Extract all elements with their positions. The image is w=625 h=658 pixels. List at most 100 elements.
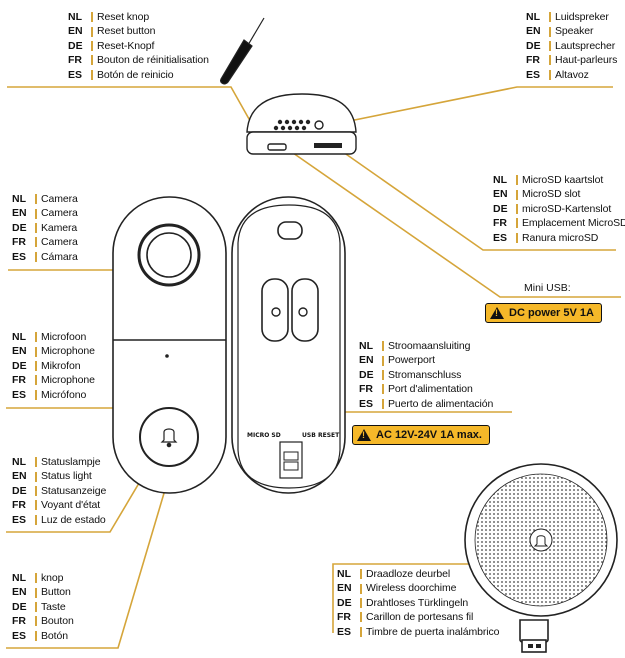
ac-power-warning: AC 12V-24V 1A max. [352,425,490,445]
language-code: EN [68,25,83,38]
language-code: ES [12,250,27,263]
accent-bar [35,457,37,468]
language-code: NL [12,193,26,205]
language-code: NL [12,456,26,468]
language-code: DE [337,596,352,609]
callout-text: Ranura microSD [522,231,599,244]
language-code: FR [337,611,351,624]
language-code: FR [526,54,540,67]
callout-text: microSD-Kartenslot [522,202,612,215]
language-code: NL [68,11,82,23]
accent-bar [382,384,384,395]
accent-bar [35,587,37,598]
callout-text: Emplacement MicroSD [522,217,625,230]
callout-text: Drahtloses Türklingeln [366,596,469,609]
accent-bar [360,626,362,637]
callout-text: Carillon de portesans fil [366,611,474,624]
warning-icon [490,307,504,319]
callout-text: Stroomaansluiting [388,340,471,352]
language-code: DE [359,368,374,381]
language-code: ES [68,68,83,81]
language-code: FR [12,236,26,249]
callout-text: Camera [41,236,78,249]
callout-text: Microphone [41,374,95,387]
accent-bar [549,69,551,80]
callout-text: Stromanschluss [388,368,462,381]
callout-text: knop [41,572,64,584]
accent-bar [91,41,93,52]
callout-text: Reset button [97,25,156,38]
mini-usb-label: Mini USB: [524,282,571,294]
accent-bar [91,55,93,66]
language-code: EN [359,354,374,367]
accent-bar [35,223,37,234]
accent-bar [382,370,384,381]
callout-row: NL Camera [12,192,78,206]
reset-label: RESET [318,432,340,439]
callout-row: EN MicroSD slot [493,187,625,201]
accent-bar [360,583,362,594]
language-code: DE [12,600,27,613]
accent-bar [35,616,37,627]
accent-bar [516,204,518,215]
callout-text: Statusanzeige [41,484,107,497]
callout-text: Microphone [41,345,95,358]
doorbell-top-view [246,93,357,155]
accent-bar [35,630,37,641]
usb-label: USB [302,432,316,439]
accent-bar [35,332,37,343]
micro-sd-label: MICRO SD [247,432,281,439]
language-code: EN [493,188,508,201]
accent-bar [91,12,93,23]
language-code: NL [337,568,351,580]
callout-text: Luidspreker [555,11,609,23]
callout-row: EN Status light [12,469,106,483]
callout-text: Micrófono [41,388,87,401]
language-code: DE [12,359,27,372]
callout-text: MicroSD slot [522,188,581,201]
callout-row: DE Stromanschluss [359,368,493,382]
language-code: EN [12,470,27,483]
callout-text: Puerto de alimentación [388,397,494,410]
accent-bar [516,189,518,200]
callout-text: Port d'alimentation [388,383,473,396]
accent-bar [382,398,384,409]
ac-power-text: AC 12V-24V 1A max. [376,429,482,441]
callout-text: MicroSD kaartslot [522,174,604,186]
callout-text: Bouton [41,615,74,628]
callout-text: Cámara [41,250,78,263]
callout-text: Camera [41,193,78,205]
callout-text: Mikrofon [41,359,81,372]
callout-row: DE Drahtloses Türklingeln [337,596,499,610]
accent-bar [35,486,37,497]
callout-text: Kamera [41,221,78,234]
accent-bar [35,237,37,248]
language-code: FR [68,54,82,67]
accent-bar [91,69,93,80]
accent-bar [35,389,37,400]
accent-bar [35,361,37,372]
accent-bar [35,346,37,357]
callout-text: Botón de reinicio [97,68,174,81]
accent-bar [35,573,37,584]
callout-text: Draadloze deurbel [366,568,451,580]
doorbell-back [231,196,346,494]
language-code: ES [526,68,541,81]
callout-text: Status light [41,470,92,483]
warning-icon [357,429,371,441]
